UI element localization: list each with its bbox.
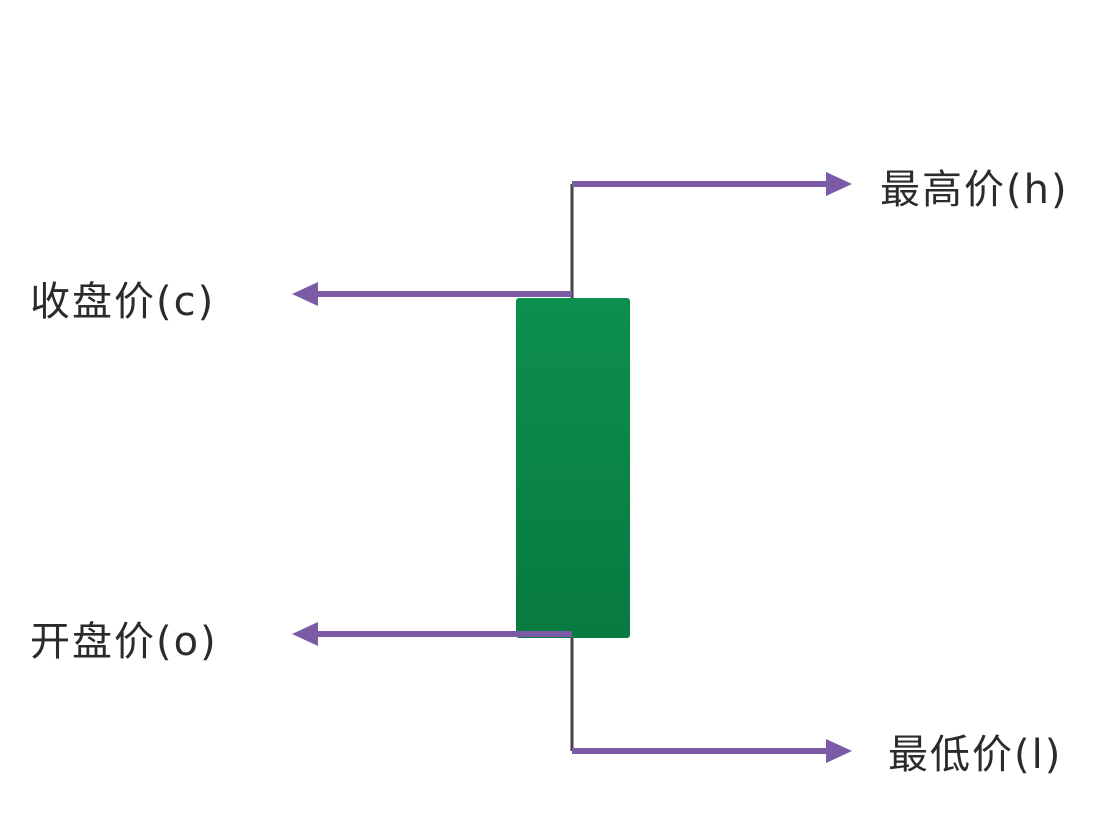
high-price-label: 最高价(h) (880, 167, 1069, 213)
low-arrow (572, 739, 852, 763)
open-price-label: 开盘价(o) (30, 619, 218, 665)
low-price-label: 最低价(l) (888, 732, 1063, 778)
open-arrow (292, 622, 572, 646)
candle-body (516, 298, 630, 638)
close-price-label: 收盘价(c) (30, 279, 216, 325)
high-arrow (572, 172, 852, 196)
close-arrow (292, 282, 572, 306)
